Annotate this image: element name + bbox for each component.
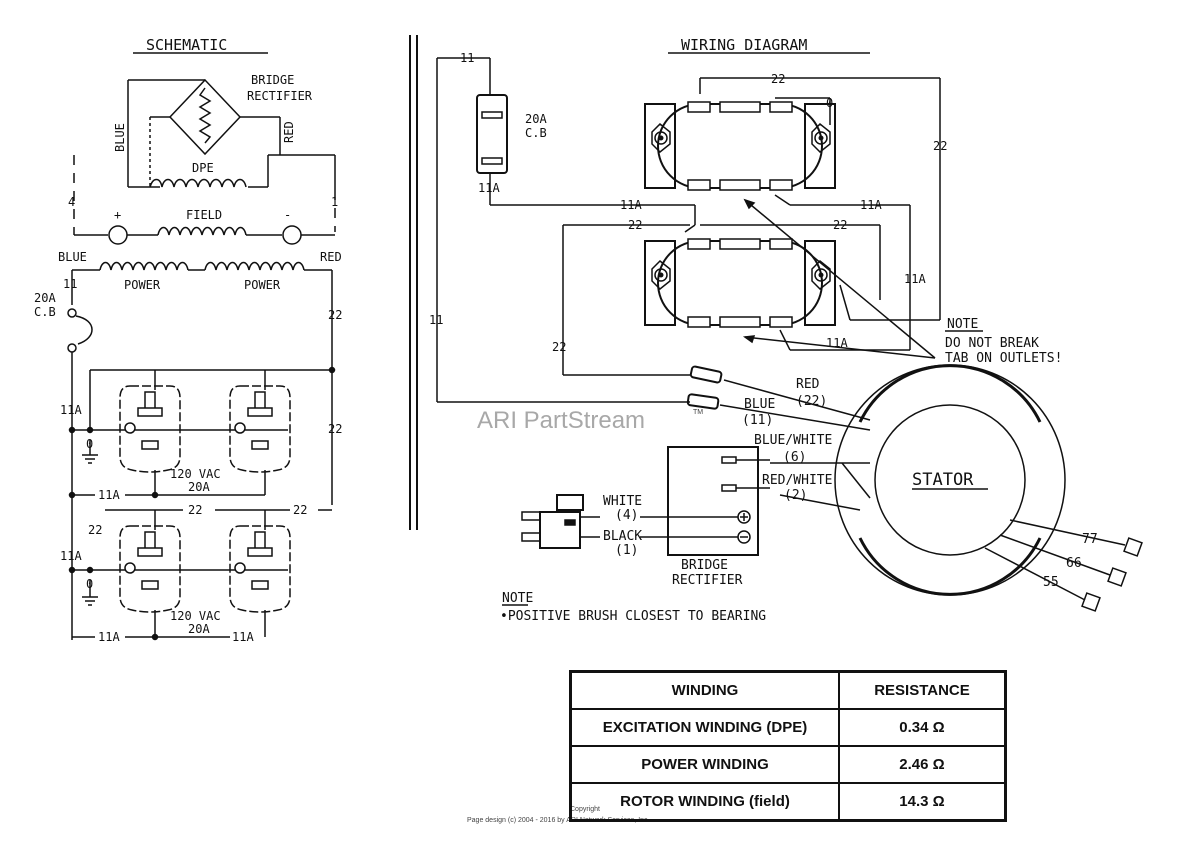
winding-cell: EXCITATION WINDING (DPE)	[569, 708, 840, 747]
table-row: POWER WINDING 2.46 Ω	[569, 745, 1007, 784]
wire-22-label-c: 22	[188, 503, 202, 517]
wire-22-right-label: 22	[933, 139, 947, 153]
resistance-cell: 2.46 Ω	[838, 745, 1007, 784]
bridge-rectifier-label-1: BRIDGE	[681, 558, 728, 573]
vac-label-a: 120 VAC	[170, 467, 221, 481]
resistance-cell: 0.34 Ω	[838, 708, 1007, 747]
wire-11a-label-a: 11A	[60, 403, 82, 417]
stator-label: STATOR	[912, 470, 974, 490]
header-winding: WINDING	[569, 670, 840, 710]
wire-11-label: 11	[63, 277, 77, 291]
wire-66-label: 66	[1066, 556, 1082, 571]
wire-11a-bottom-label: 11A	[826, 336, 848, 350]
red-wire-label: RED	[796, 377, 820, 392]
receptacle-lower	[644, 238, 836, 328]
ground-0-label-b: 0	[86, 577, 93, 591]
wire-22-left-label: 22	[552, 340, 566, 354]
brush-note-title: NOTE	[502, 591, 533, 606]
power-red-label: RED	[320, 250, 342, 264]
ground-0-label-a: 0	[86, 437, 93, 451]
wire-11-top-label: 11	[460, 51, 474, 65]
wire-11a-label-d: 11A	[98, 630, 120, 644]
cb-20a-label: 20A	[34, 291, 56, 305]
wire-22-lower-right-label: 22	[833, 218, 847, 232]
black-wire-label: BLACK	[603, 529, 642, 544]
table-row: EXCITATION WINDING (DPE) 0.34 Ω	[569, 708, 1007, 747]
red-white-wire-label: RED/WHITE	[762, 473, 832, 488]
wire-22-label-a: 22	[328, 308, 342, 322]
field-label: FIELD	[186, 208, 222, 222]
bridge-rectifier-label-2: RECTIFIER	[672, 573, 743, 588]
wire-11a-label-e: 11A	[232, 630, 254, 644]
table-row: ROTOR WINDING (field) 14.3 Ω	[569, 782, 1007, 822]
white-wire-label: WHITE	[603, 494, 642, 509]
header-resistance: RESISTANCE	[838, 670, 1007, 710]
note-title: NOTE	[947, 317, 978, 332]
page-design-text: Page design (c) 2004 - 2016 by ARI Netwo…	[467, 817, 650, 824]
outlet-b-left	[119, 525, 181, 613]
wire-11a-mid-left-label: 11A	[620, 198, 642, 212]
outlet-a-left	[119, 385, 181, 473]
wire-22-lower-left-label: 22	[628, 218, 642, 232]
blue-wire-label: BLUE	[744, 397, 775, 412]
resistance-table: WINDING RESISTANCE EXCITATION WINDING (D…	[569, 670, 1007, 822]
wire-11a-mid-right-label: 11A	[860, 198, 882, 212]
bridge-rectifier-label-1: BRIDGE	[251, 73, 294, 87]
wire-22-label-b: 22	[328, 422, 342, 436]
outlet-b-right	[229, 525, 291, 613]
bridge-rectifier-label-2: RECTIFIER	[247, 89, 313, 103]
resistance-cell: 14.3 Ω	[838, 782, 1007, 822]
dpe-label: DPE	[192, 161, 214, 175]
wiring-title: WIRING DIAGRAM	[681, 36, 807, 54]
schematic-blue-label: BLUE	[113, 123, 127, 152]
wire-22-label-d: 22	[293, 503, 307, 517]
vac-label-b: 120 VAC	[170, 609, 221, 623]
watermark-tm: TM	[693, 409, 703, 416]
note-line-2: TAB ON OUTLETS!	[945, 351, 1062, 366]
wire-4-label: 4	[68, 195, 75, 209]
wire-0-label: 0	[826, 96, 833, 110]
cb-20a-label: 20A	[525, 112, 547, 126]
wire-77-label: 77	[1082, 532, 1098, 547]
schematic-title: SCHEMATIC	[146, 36, 227, 54]
outlet-a-right	[229, 385, 291, 473]
wire-55-label: 55	[1043, 575, 1059, 590]
red-white-wire-number: (2)	[784, 488, 807, 503]
wire-11a-right-label: 11A	[904, 272, 926, 286]
wire-11a-label-b: 11A	[98, 488, 120, 502]
power-winding-label-1: POWER	[124, 278, 161, 292]
wiring-lines	[436, 52, 1143, 612]
cb-label: C.B	[34, 305, 56, 319]
amp-label-a: 20A	[188, 480, 210, 494]
amp-label-b: 20A	[188, 622, 210, 636]
brush-note-text: •POSITIVE BRUSH CLOSEST TO BEARING	[500, 609, 766, 624]
field-minus-label: -	[284, 208, 291, 222]
receptacle-upper	[644, 101, 836, 191]
winding-cell: POWER WINDING	[569, 745, 840, 784]
wire-11-left-label: 11	[429, 313, 443, 327]
blue-white-wire-number: (6)	[783, 450, 806, 465]
schematic-red-label: RED	[282, 121, 296, 143]
wire-22-label-e: 22	[88, 523, 102, 537]
black-wire-number: (1)	[615, 543, 638, 558]
wire-11a-cb-label: 11A	[478, 181, 500, 195]
red-wire-number: (22)	[796, 394, 827, 409]
power-blue-label: BLUE	[58, 250, 87, 264]
wire-11a-label-c: 11A	[60, 549, 82, 563]
power-winding-label-2: POWER	[244, 278, 281, 292]
blue-wire-number: (11)	[742, 413, 773, 428]
note-line-1: DO NOT BREAK	[945, 336, 1039, 351]
wire-1-label: 1	[331, 195, 338, 209]
table-header-row: WINDING RESISTANCE	[569, 670, 1007, 710]
cb-label: C.B	[525, 126, 547, 140]
white-wire-number: (4)	[615, 508, 638, 523]
watermark: ARI PartStream	[477, 407, 645, 434]
blue-white-wire-label: BLUE/WHITE	[754, 433, 832, 448]
winding-cell: ROTOR WINDING (field)	[569, 782, 840, 822]
field-plus-label: +	[114, 208, 121, 222]
wire-22-top-label: 22	[771, 72, 785, 86]
